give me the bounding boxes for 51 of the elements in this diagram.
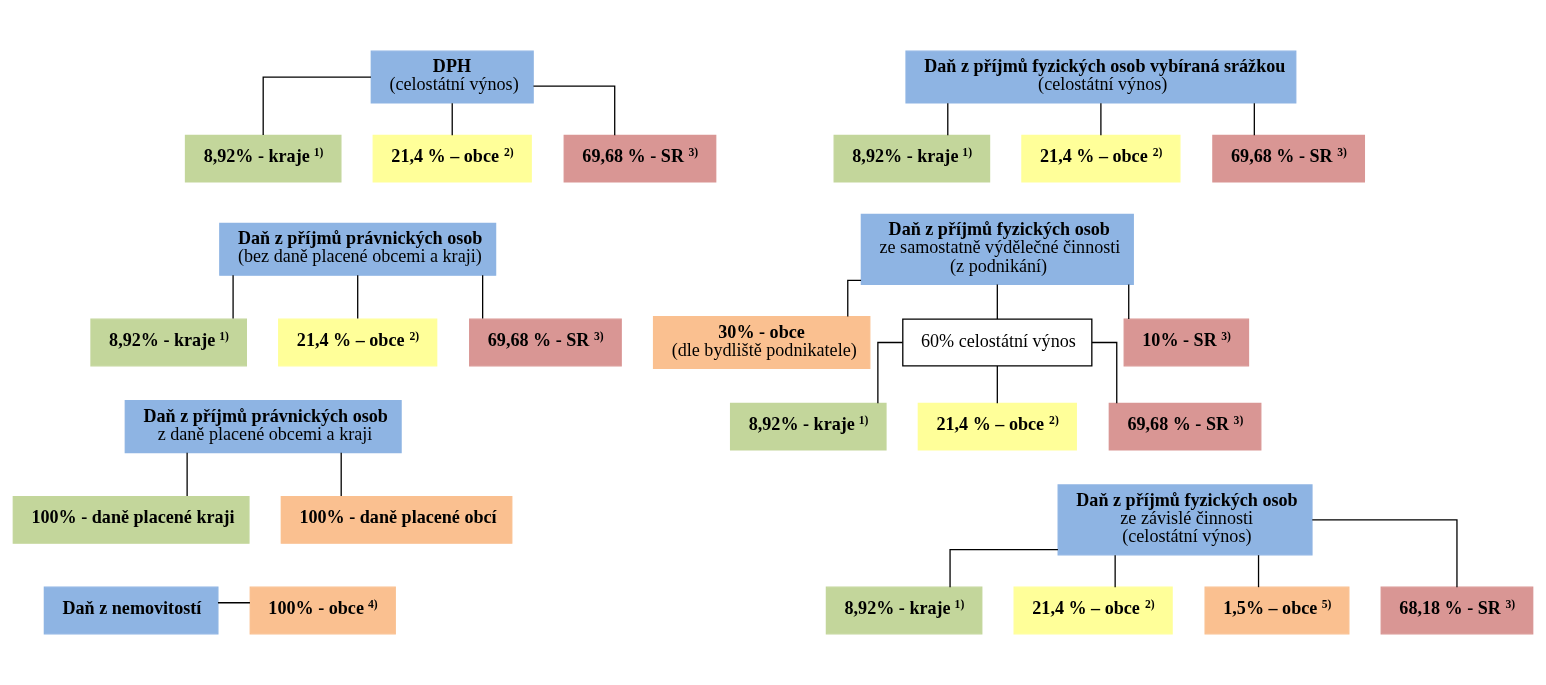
node-box: Daň z příjmů fyzických osob vybíraná srážkou (celostátní výnos): [905, 50, 1297, 104]
connector: [340, 452, 342, 497]
node-box: 100% - daně placené obcí: [280, 495, 513, 544]
node-box: 8,92% - kraje $^{1)}$: [184, 134, 342, 183]
connector: [357, 274, 359, 320]
node-box: 69,68 % - SR $^{3)}$: [563, 134, 717, 183]
node-box: 21,4 % – obce $^{2)}$: [278, 318, 438, 367]
connector: [949, 549, 1059, 588]
node-box: 1,5% – obce $^{5)}$: [1204, 586, 1350, 635]
connector: [262, 76, 372, 136]
connector: [947, 102, 949, 136]
node-box: 30% - obce (dle bydliště podnikatele): [652, 315, 871, 370]
connector: [532, 85, 616, 136]
connector: [451, 102, 453, 136]
node-box: 21,4 % – obce $^{2)}$: [1013, 586, 1173, 635]
connector: [217, 602, 251, 604]
node-box: Daň z nemovitostí: [43, 586, 219, 635]
node-box: Daň z příjmů fyzických osob ze samostatně výdělečné činnosti (z podnikání): [860, 213, 1134, 285]
connector: [996, 283, 998, 320]
node-box: 10% - SR $^{3)}$: [1123, 318, 1250, 367]
connector: [1128, 283, 1130, 320]
connector: [996, 365, 998, 404]
connector: [877, 341, 904, 404]
connector: [1114, 554, 1116, 588]
node-box: 8,92% - kraje $^{1)}$: [729, 402, 887, 451]
node-box: 60% celostátní výnos: [902, 318, 1093, 367]
connector: [1253, 102, 1255, 136]
node-box: 21,4 % – obce $^{2)}$: [372, 134, 532, 183]
node-box: 8,92% - kraje $^{1)}$: [825, 586, 983, 635]
node-box: Daň z příjmů právnických osob (bez daně placené obcemi a kraji): [219, 222, 497, 276]
node-box: 68,18 % - SR $^{3)}$: [1380, 586, 1534, 635]
node-box: 69,68 % - SR $^{3)}$: [469, 318, 622, 367]
node-box: 21,4 % – obce $^{2)}$: [917, 402, 1077, 451]
node-box: 21,4 % – obce $^{2)}$: [1021, 134, 1181, 183]
node-box: DPH (celostátní výnos): [370, 50, 534, 104]
connector: [232, 274, 234, 320]
node-box: 69,68 % - SR $^{3)}$: [1212, 134, 1366, 183]
node-box: 8,92% - kraje $^{1)}$: [833, 134, 991, 183]
connector: [1257, 554, 1260, 588]
node-box: 8,92% - kraje $^{1)}$: [90, 318, 247, 367]
connector: [186, 452, 188, 497]
connector: [1100, 102, 1102, 136]
node-box: 69,68 % - SR $^{3)}$: [1108, 402, 1262, 451]
connector: [1311, 519, 1458, 588]
connector: [482, 274, 484, 320]
connector: [1091, 341, 1118, 404]
node-box: Daň z příjmů právnických osob z daně placené obcemi a kraji: [124, 400, 402, 454]
connector: [847, 279, 862, 318]
node-box: Daň z příjmů fyzických osob ze závislé činnosti (celostátní výnos): [1057, 484, 1313, 556]
node-box: 100% - daně placené kraji: [12, 495, 250, 544]
node-box: 100% - obce $^{4)}$: [249, 586, 396, 635]
